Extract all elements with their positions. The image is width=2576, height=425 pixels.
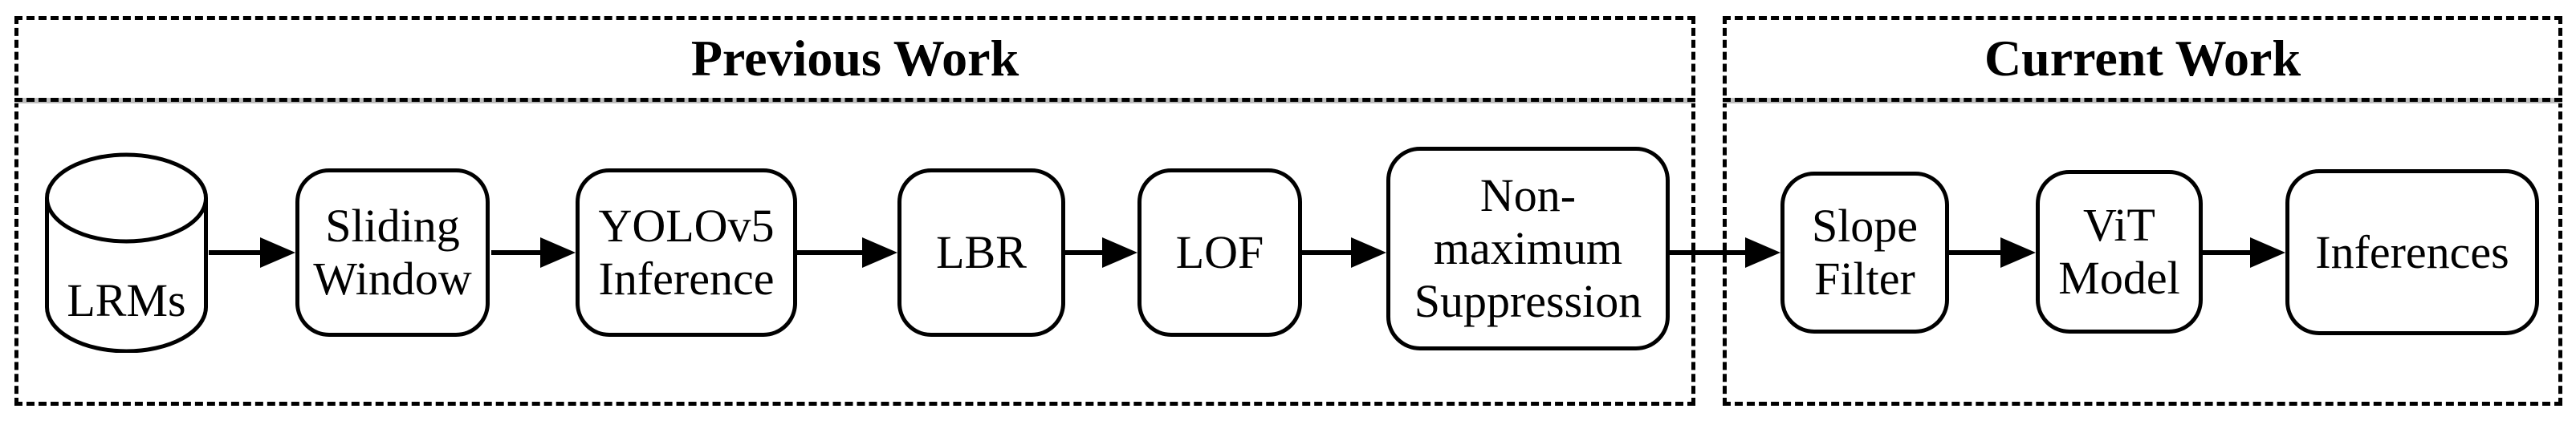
arrow-head-icon — [2250, 237, 2285, 268]
node-label: Inferences — [2315, 225, 2509, 278]
node-label: LOF — [1175, 226, 1264, 278]
node-slope-filter: Slope Filter — [1780, 172, 1949, 334]
section-title-current-work: Current Work — [1984, 30, 2301, 87]
arrow-head-icon — [862, 237, 897, 268]
arrow-lbr-to-lof — [1065, 237, 1137, 269]
node-lof: LOF — [1137, 168, 1302, 337]
database-cylinder-icon — [45, 152, 208, 353]
arrow-lrms-to-sliding-window — [209, 237, 295, 269]
node-label: Sliding Window — [313, 200, 472, 305]
node-lrms: LRMs — [44, 152, 209, 353]
node-label: Slope Filter — [1811, 200, 1919, 305]
arrow-lof-to-nms — [1302, 237, 1386, 269]
arrow-yolov5-to-lbr — [797, 237, 897, 269]
section-header-divider — [14, 98, 1695, 103]
arrow-shaft — [1302, 250, 1351, 255]
node-label: Non- maximum Suppression — [1414, 169, 1642, 327]
section-header-divider — [1723, 98, 2562, 103]
arrow-shaft — [1065, 250, 1102, 255]
arrow-shaft — [797, 250, 862, 255]
arrow-nms-to-slope-filter — [1670, 237, 1780, 269]
node-inferences: Inferences — [2285, 169, 2539, 335]
arrow-shaft — [209, 250, 260, 255]
node-label: ViT Model — [2058, 199, 2180, 304]
section-previous-work: Previous Work — [14, 16, 1695, 406]
node-label: LRMs — [67, 274, 186, 326]
arrow-shaft — [1949, 250, 2000, 255]
arrow-slope-filter-to-vit-model — [1949, 237, 2036, 269]
node-lbr: LBR — [897, 168, 1065, 337]
node-label: LBR — [936, 226, 1027, 278]
arrow-shaft — [1670, 250, 1745, 255]
arrow-head-icon — [540, 237, 576, 268]
arrow-head-icon — [260, 237, 295, 268]
node-yolov5-inference: YOLOv5 Inference — [576, 168, 797, 337]
arrow-head-icon — [1745, 237, 1780, 268]
node-label: YOLOv5 Inference — [598, 200, 775, 305]
node-vit-model: ViT Model — [2036, 170, 2203, 334]
arrow-vit-model-to-inferences — [2203, 237, 2285, 269]
arrow-head-icon — [1102, 237, 1137, 268]
node-non-maximum-suppression: Non- maximum Suppression — [1386, 147, 1670, 350]
arrow-head-icon — [1351, 237, 1386, 268]
section-title-previous-work: Previous Work — [690, 30, 1019, 87]
arrow-head-icon — [2000, 237, 2036, 268]
arrow-shaft — [2203, 250, 2250, 255]
section-current-work: Current Work — [1723, 16, 2562, 406]
arrow-sliding-window-to-yolov5 — [491, 237, 576, 269]
node-sliding-window: Sliding Window — [295, 168, 490, 337]
arrow-shaft — [491, 250, 540, 255]
